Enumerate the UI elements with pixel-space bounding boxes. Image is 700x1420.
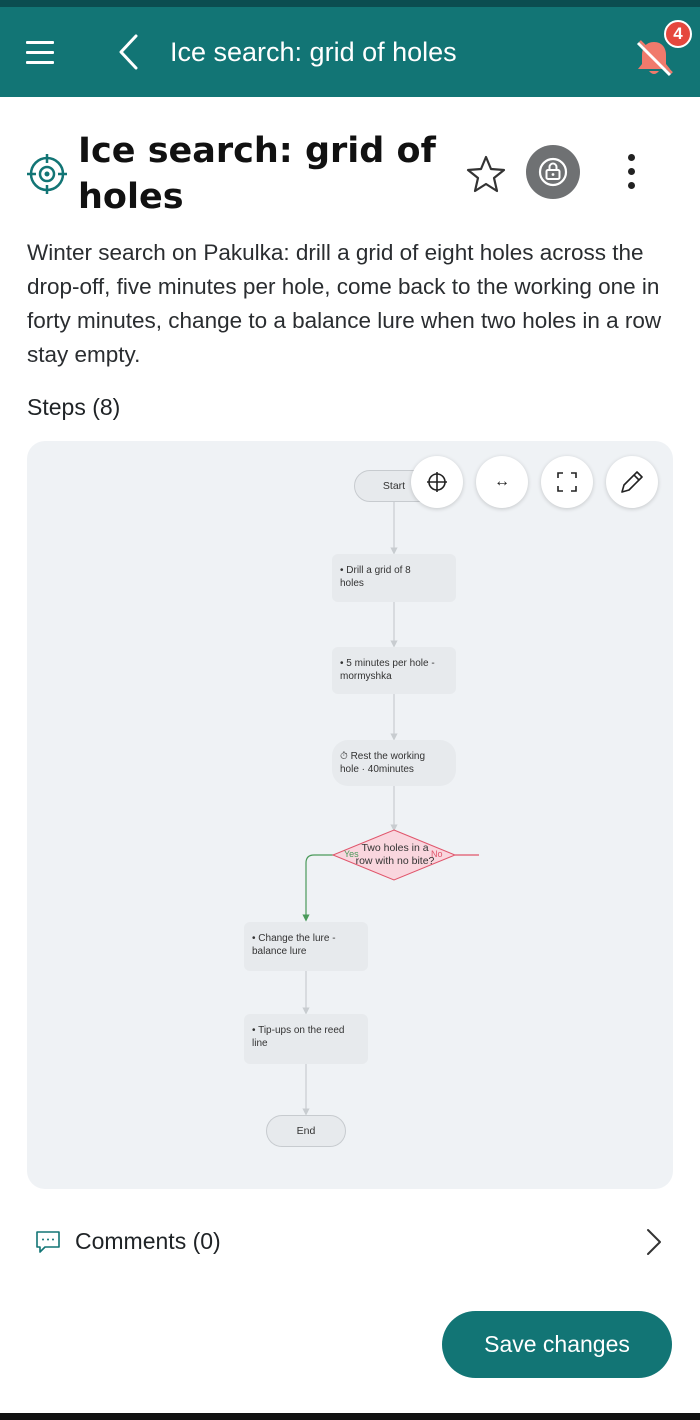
step-node[interactable]: • Tip-ups on the reed line [244,1014,368,1064]
yes-label: Yes [344,849,359,859]
step-text: line [252,1038,268,1049]
page-title: Ice search: grid of holes [78,131,436,217]
bell-off-icon [636,40,673,77]
end-node[interactable]: End [266,1115,346,1147]
notifications-button[interactable] [632,37,676,81]
fit-width-icon: ↔ [494,473,510,490]
step-text: • Drill a grid of 8 [340,565,411,576]
flow-edges [302,502,479,1116]
lock-button[interactable] [526,145,580,199]
step-node[interactable]: • 5 minutes per hole - mormyshka [332,647,456,694]
step-node[interactable]: • Drill a grid of 8 holes [332,554,456,602]
chevron-left-icon [119,34,138,70]
comments-row[interactable]: Comments (0) [27,1218,673,1264]
step-text: mormyshka [340,671,392,682]
step-text: balance lure [252,946,307,957]
notification-badge: 4 [664,20,692,48]
step-text: • Tip-ups on the reed [252,1025,345,1036]
steps-heading: Steps (8) [27,394,121,420]
edit-button[interactable] [606,456,658,508]
favorite-button[interactable] [464,152,508,196]
edge-yes [302,854,334,922]
comment-icon [36,1231,60,1253]
flow-canvas[interactable]: Start • Drill a grid of 8 holes • 5 minu… [27,441,673,1189]
status-bar [0,0,700,7]
step-node[interactable]: • Change the lure - balance lure [244,922,368,971]
fullscreen-button[interactable] [541,456,593,508]
step-text: ⏱ Rest the working [340,751,426,762]
decision-node[interactable] [331,829,457,881]
no-label: No [431,849,443,859]
app-bar-title: Ice search: grid of holes [170,37,457,67]
menu-button[interactable] [20,33,62,71]
center-button[interactable] [411,456,463,508]
save-button[interactable]: Save changes [442,1311,672,1378]
step-text: holes [340,578,364,589]
comments-label: Comments (0) [75,1228,221,1254]
back-button[interactable] [112,31,148,73]
chevron-right-icon [647,1229,661,1255]
more-vert-icon [628,154,635,161]
decision-text: Two holes in a row with no bite? [355,842,435,867]
more-options-button[interactable] [620,152,642,192]
step-text: • 5 minutes per hole - [340,658,435,669]
edit-icon [621,471,643,493]
center-icon [427,472,447,492]
step-text: hole · 40minutes [340,764,414,775]
navigation-bar [0,1413,700,1420]
timer-node[interactable]: ⏱ Rest the working hole · 40minutes [332,740,456,786]
fit-width-button[interactable]: ↔ [476,456,528,508]
star-icon [466,155,506,193]
lock-icon [538,157,568,187]
fullscreen-icon [557,472,577,492]
step-text: • Change the lure - [252,933,336,944]
app-bar: Ice search: grid of holes 4 [0,7,700,97]
target-icon [27,154,67,194]
description: Winter search on Pakulka: drill a grid o… [27,240,662,367]
